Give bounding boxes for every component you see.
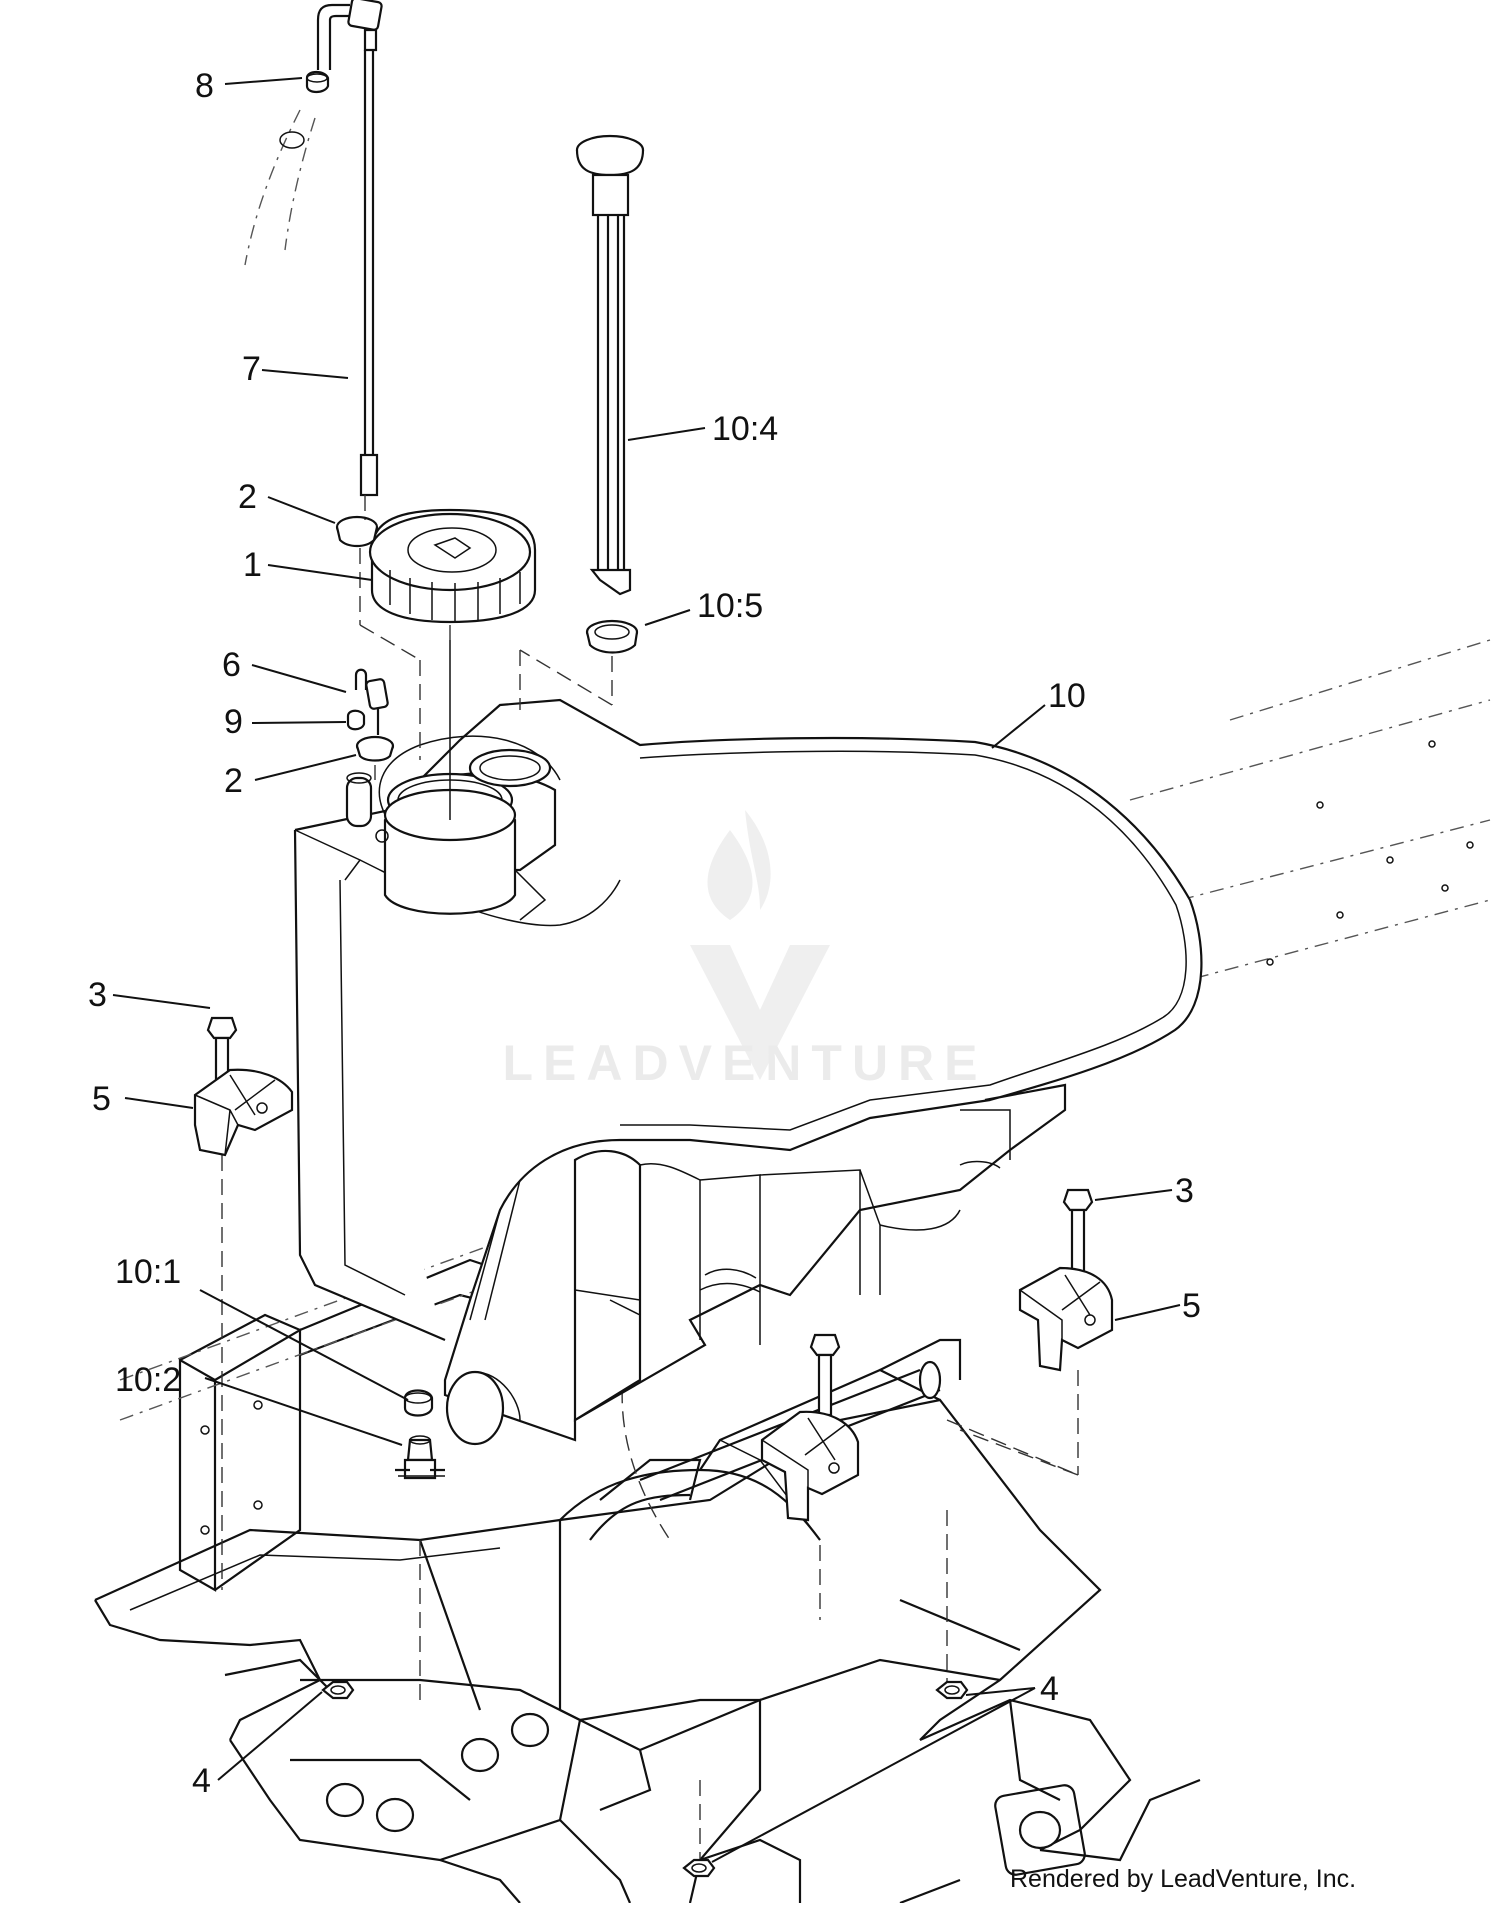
- nut-bottom: [682, 1858, 716, 1878]
- vent-grommet-upper: [335, 515, 379, 548]
- callout-10-4: 10:4: [712, 410, 778, 448]
- callout-5-right: 5: [1182, 1287, 1201, 1325]
- callout-1: 1: [243, 546, 262, 584]
- callout-10-5: 10:5: [697, 587, 763, 625]
- callout-2-upper: 2: [238, 478, 257, 516]
- callout-5-left: 5: [92, 1080, 111, 1118]
- callout-10-1: 10:1: [115, 1253, 181, 1291]
- mount-bracket-left: [193, 1068, 294, 1157]
- fuel-tank: [293, 640, 1203, 1446]
- watermark-text: LEADVENTURE: [502, 1035, 987, 1091]
- render-credit: Rendered by LeadVenture, Inc.: [1010, 1865, 1356, 1893]
- callout-4-left: 4: [192, 1762, 211, 1800]
- callout-9: 9: [224, 703, 243, 741]
- mount-bolt-right: [1062, 1188, 1094, 1282]
- fuel-cap: [368, 508, 537, 624]
- fuel-level-sender: [519, 134, 645, 710]
- callout-10-2: 10:2: [115, 1361, 181, 1399]
- outlet-valve: [395, 1435, 445, 1480]
- vent-hose-assembly: [305, 0, 451, 760]
- callout-6: 6: [222, 646, 241, 684]
- callout-3-left: 3: [88, 976, 107, 1014]
- mount-bracket-center: [760, 1410, 860, 1522]
- ghost-hose: [244, 109, 316, 266]
- chassis-frame: [94, 1219, 1201, 1905]
- nut-left: [321, 1680, 355, 1700]
- callout-7: 7: [242, 350, 261, 388]
- watermark-logo: LEADVENTURE: [502, 810, 987, 1091]
- nut-right: [935, 1680, 969, 1700]
- callout-10: 10: [1048, 677, 1086, 715]
- vent-fitting: [346, 668, 395, 780]
- outlet-clamp: [403, 1389, 434, 1417]
- callout-labels: 8 7 10:4 2 1 10:5 6 9 2 10 3 5 3 5 10:1 …: [88, 67, 1201, 1800]
- leader-lines: [112, 77, 1181, 1863]
- callout-4-right: 4: [1040, 1670, 1059, 1708]
- callout-2-lower: 2: [224, 762, 243, 800]
- callout-3-right: 3: [1175, 1172, 1194, 1210]
- callout-8: 8: [195, 67, 214, 105]
- mount-bracket-right: [1018, 1266, 1114, 1372]
